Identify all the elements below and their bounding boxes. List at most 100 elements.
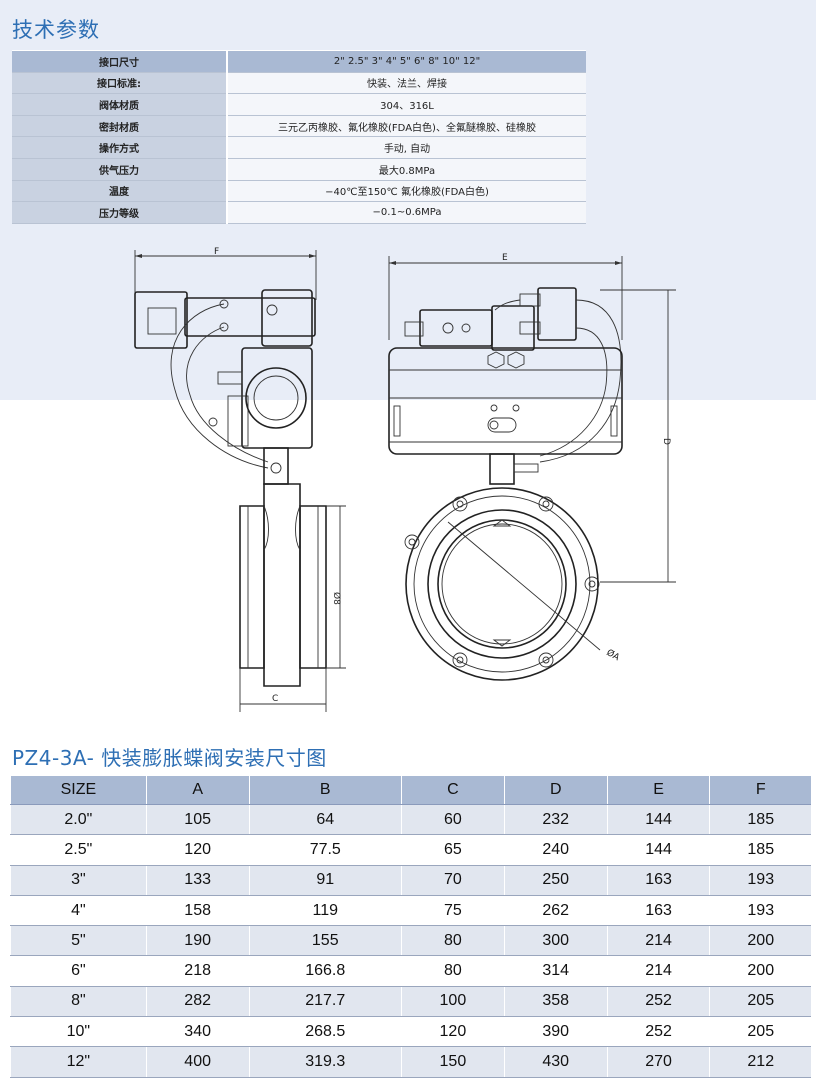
front-stem: [489, 453, 515, 485]
dims-value-cell: 166.8: [248, 955, 402, 987]
dims-value-cell: 158: [145, 895, 250, 927]
bolt-hole: [452, 652, 468, 668]
limit-switch: [537, 287, 577, 341]
dims-value-cell: 250: [503, 865, 608, 896]
dims-value-cell: 105: [145, 804, 250, 836]
dims-header-cell: C: [400, 776, 505, 805]
dim-d-label: D: [661, 438, 671, 445]
clamp-left: [239, 505, 265, 669]
dim-f-arrow-right: [309, 254, 316, 258]
dims-value-cell: 205: [709, 986, 811, 1018]
stem-bolt: [270, 462, 282, 474]
dim-a-line: [447, 521, 601, 651]
dims-size-cell: 3": [10, 865, 147, 896]
dims-value-cell: 119: [248, 895, 402, 927]
dims-value-cell: 70: [400, 865, 505, 896]
dims-value-cell: 252: [606, 986, 710, 1018]
dims-header-cell: D: [503, 776, 608, 805]
seal-curve-top-r: [295, 505, 301, 551]
dims-value-cell: 120: [400, 1016, 505, 1048]
bolt-hole: [404, 534, 420, 550]
air-tube-outer: [170, 303, 269, 469]
indicator-knob: [489, 420, 499, 430]
fitting-top: [219, 299, 229, 309]
bolt-hole: [584, 576, 600, 592]
spec-row: 阀体材质 304、316L: [12, 93, 586, 116]
valve-body-side: [263, 483, 301, 687]
spec-row: 密封材质 三元乙丙橡胶、氟化橡胶(FDA白色)、全氟醚橡胶、硅橡胶: [12, 114, 586, 138]
spec-value: 快装、法兰、焊接: [227, 71, 586, 95]
spec-row: 温度 −40℃至150℃ 氟化橡胶(FDA白色): [12, 179, 586, 203]
spec-row: 操作方式 手动, 自动: [12, 136, 586, 159]
hex-nut-right: [507, 351, 525, 369]
solenoid-block: [419, 309, 493, 347]
front-stem-fitting: [513, 463, 539, 473]
dim-e-arrow-left: [389, 261, 396, 265]
dims-header-row: SIZE A B C D E F: [10, 776, 811, 805]
dims-value-cell: 75: [400, 895, 505, 927]
dims-size-cell: 6": [10, 955, 147, 987]
dims-value-cell: 232: [503, 804, 608, 836]
dims-value-cell: 64: [248, 804, 402, 836]
spec-value: 2" 2.5" 3" 4" 5" 6" 8" 10" 12": [227, 50, 586, 73]
dim-b-label: Ø8: [331, 592, 342, 605]
dims-size-cell: 2.5": [10, 834, 147, 866]
dims-value-cell: 205: [709, 1016, 811, 1048]
dims-value-cell: 314: [503, 955, 608, 987]
dim-c-label: C: [272, 694, 278, 704]
spec-row: 供气压力 最大0.8MPa: [12, 157, 586, 181]
dims-value-cell: 155: [248, 925, 402, 957]
dim-a-label: ØA: [605, 647, 623, 664]
spec-title: 技术参数: [12, 18, 100, 42]
dims-value-cell: 190: [145, 925, 250, 957]
disc-edge: [441, 523, 563, 645]
control-box: [241, 347, 313, 449]
valve-drawing: F Ø8: [134, 247, 676, 712]
solenoid-port-1: [442, 322, 454, 334]
dims-value-cell: 144: [606, 804, 710, 836]
dims-value-cell: 390: [503, 1016, 608, 1048]
flange-outer: [405, 487, 599, 681]
dims-value-cell: 240: [503, 834, 608, 866]
spec-row: 压力等级 −0.1~0.6MPa: [12, 201, 586, 224]
dims-value-cell: 193: [709, 895, 811, 927]
dims-value-cell: 282: [145, 986, 250, 1018]
dims-value-cell: 319.3: [248, 1046, 402, 1078]
spec-key: 供气压力: [12, 157, 228, 181]
control-box-cap-inner: [253, 375, 299, 421]
dims-value-cell: 200: [709, 955, 811, 987]
dims-value-cell: 185: [709, 804, 811, 836]
dims-value-cell: 358: [503, 986, 608, 1018]
solenoid-end: [404, 321, 424, 337]
flange-bore-ring: [427, 509, 577, 659]
solenoid-fitting: [217, 371, 243, 385]
dims-value-cell: 60: [400, 804, 505, 836]
air-tube-short: [494, 299, 521, 311]
dims-size-cell: 10": [10, 1016, 147, 1048]
bolt-hole: [452, 496, 468, 512]
side-fitting: [208, 417, 218, 427]
dims-size-cell: 12": [10, 1046, 147, 1078]
dims-value-cell: 214: [606, 925, 710, 957]
dims-size-cell: 4": [10, 895, 147, 927]
bolt-hole-inner: [456, 500, 464, 508]
spec-key: 阀体材质: [12, 93, 228, 116]
spec-key: 接口尺寸: [12, 50, 228, 73]
dims-value-cell: 340: [145, 1016, 250, 1048]
spec-row: 接口尺寸 2" 2.5" 3" 4" 5" 6" 8" 10" 12": [12, 50, 586, 73]
dims-value-cell: 262: [503, 895, 608, 927]
switch-box: [491, 305, 535, 351]
bolt-hole: [538, 652, 554, 668]
bracket-cutout: [147, 307, 177, 335]
indicator-slot: [487, 417, 517, 433]
actuator-screw-2: [512, 404, 520, 412]
side-view: F Ø8: [134, 247, 346, 712]
spec-row: 接口标准: 快装、法兰、焊接: [12, 71, 586, 95]
seal-curve-top: [263, 505, 269, 551]
